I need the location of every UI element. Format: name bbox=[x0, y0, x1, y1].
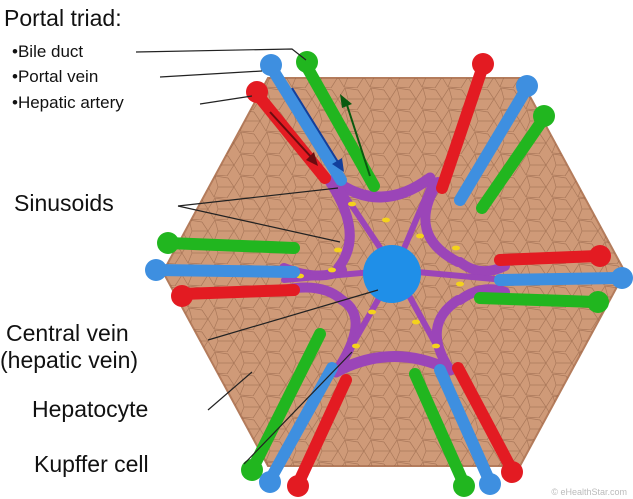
kupffer-cell bbox=[416, 234, 424, 239]
portal-vein-label: •Portal vein bbox=[12, 68, 98, 85]
hepatocyte-label: Hepatocyte bbox=[32, 398, 148, 421]
kupffer-cell bbox=[412, 320, 420, 325]
kupffer-cell bbox=[452, 246, 460, 251]
bile-duct-label: •Bile duct bbox=[12, 43, 83, 60]
sinusoids-label: Sinusoids bbox=[14, 192, 114, 215]
kupffer-cell bbox=[352, 344, 360, 349]
kupffer-cell bbox=[368, 310, 376, 315]
central-vein-label: Central vein bbox=[6, 322, 129, 345]
portal-triad-label: Portal triad: bbox=[4, 7, 122, 30]
portal-triad-left bbox=[145, 232, 294, 307]
credit-watermark: © eHealthStar.com bbox=[551, 487, 627, 497]
portal-triad-right bbox=[480, 245, 633, 313]
kupffer-cell bbox=[382, 218, 390, 223]
kupffer-cell bbox=[348, 202, 356, 207]
kupffer-cell bbox=[334, 248, 342, 253]
kupffer-cell bbox=[432, 344, 440, 349]
kupffer-cell-label: Kupffer cell bbox=[34, 453, 149, 476]
hepatic-vein-label: (hepatic vein) bbox=[0, 349, 138, 372]
kupffer-cell bbox=[328, 268, 336, 273]
kupffer-cell bbox=[456, 282, 464, 287]
hepatic-artery-label: •Hepatic artery bbox=[12, 94, 124, 111]
central-vein bbox=[363, 245, 421, 303]
